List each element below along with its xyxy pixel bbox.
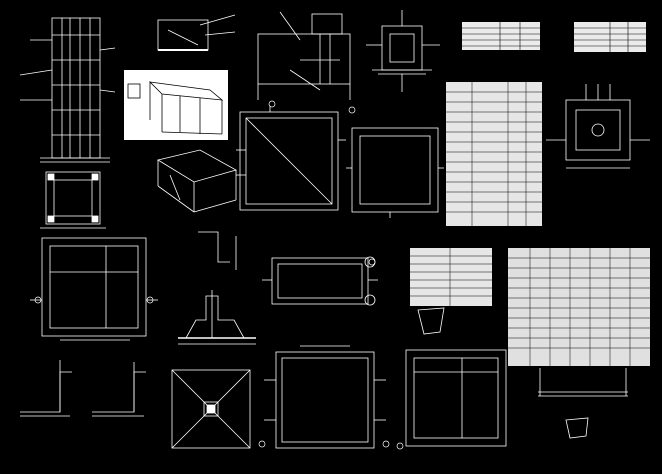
section-box-top [366, 10, 440, 92]
top-detail-small [157, 14, 236, 51]
annotation-bubbles [34, 100, 404, 450]
isometric-render-photo [124, 70, 228, 140]
table-frame-elevation [257, 11, 351, 100]
table-mid-right-a [410, 248, 492, 306]
table-top-right-a [462, 22, 540, 50]
plan-square-top-center [236, 106, 346, 211]
bottom-right-elevation [538, 368, 628, 439]
table-tall-center-right [446, 82, 542, 226]
small-square-plan-left [40, 171, 106, 229]
section-detail-mid [178, 231, 256, 345]
plan-square-top-right [346, 127, 444, 218]
elevation-frame-left [19, 17, 116, 163]
table-top-right-b [574, 22, 646, 52]
bottom-left-sections [20, 360, 146, 417]
plan-square-bottom-right [405, 349, 507, 447]
plan-square-mid-left [30, 237, 158, 341]
plan-diagonal-bottom [171, 369, 251, 449]
table-mid-right-b [508, 248, 650, 366]
isometric-box-detail [156, 149, 238, 213]
pipe-plan-right [546, 84, 650, 169]
schedule-tables [410, 22, 650, 366]
plan-square-bottom-center [264, 345, 386, 449]
small-trapezoid-detail [417, 307, 445, 335]
